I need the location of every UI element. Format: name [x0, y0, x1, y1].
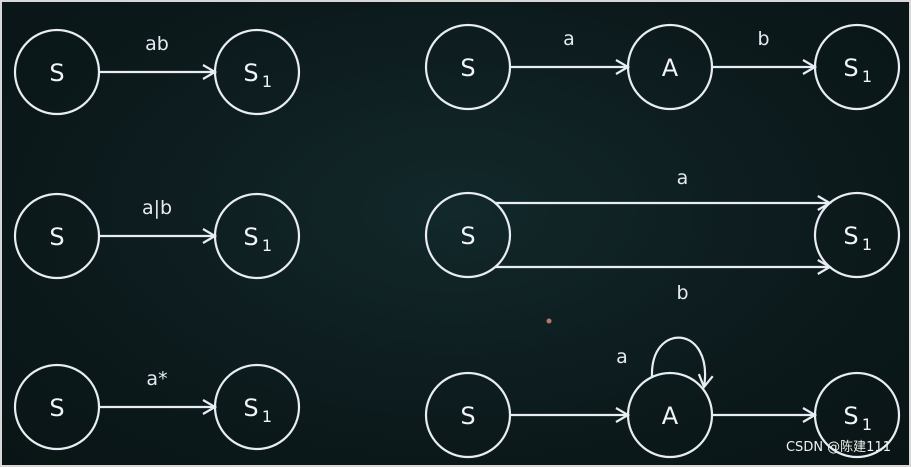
edge-label: a|b — [142, 197, 172, 219]
state-circle — [813, 371, 901, 459]
state-circle — [213, 363, 301, 451]
state-node-S: S — [13, 192, 101, 280]
dust-speck — [546, 318, 552, 324]
state-node-A: A — [626, 371, 714, 459]
state-circle — [424, 23, 512, 111]
edge-S-to-S1: ab — [99, 33, 218, 80]
state-circle — [13, 363, 101, 451]
state-subscript: 1 — [262, 72, 272, 91]
state-circle — [626, 23, 714, 111]
state-label: A — [662, 54, 679, 82]
edge-label: a — [677, 167, 689, 189]
state-subscript: 1 — [862, 415, 872, 434]
state-circle — [213, 28, 301, 116]
state-circle — [13, 28, 101, 116]
edge-S-to-A: a — [510, 28, 631, 75]
state-circle — [213, 192, 301, 280]
edge-label: a — [563, 28, 575, 50]
state-label: S — [460, 54, 475, 82]
state-node-S: S — [424, 191, 512, 279]
state-label: S — [243, 59, 258, 87]
arrowhead-icon — [697, 373, 714, 390]
state-node-A: A — [626, 23, 714, 111]
state-node-S: S — [13, 28, 101, 116]
state-label: S — [843, 402, 858, 430]
edge-S-to-A — [510, 407, 631, 423]
state-label: A — [662, 402, 679, 430]
self-loop-edge — [650, 336, 707, 388]
state-label: S — [460, 222, 475, 250]
state-circle — [424, 191, 512, 279]
state-label: S — [243, 394, 258, 422]
state-subscript: 1 — [262, 236, 272, 255]
edge-label: a — [616, 346, 628, 368]
edge-label: b — [676, 282, 688, 304]
state-label: S — [49, 59, 64, 87]
state-label: S — [460, 402, 475, 430]
state-node-S: S — [424, 371, 512, 459]
edge-A-to-S1: b — [712, 28, 818, 75]
edge-label: ab — [145, 33, 169, 55]
edge-A-to-S1 — [712, 407, 818, 423]
edge-S-to-S1: a|b — [99, 197, 218, 244]
state-label: S — [843, 222, 858, 250]
edge-S-to-S1: a — [495, 167, 832, 211]
state-circle — [424, 371, 512, 459]
state-circle — [813, 23, 901, 111]
edge-label: b — [757, 28, 769, 50]
edge-label: a* — [146, 368, 167, 390]
edge-S-to-S1: a* — [99, 368, 218, 415]
state-subscript: 1 — [862, 235, 872, 254]
state-circle — [13, 192, 101, 280]
state-circle — [626, 371, 714, 459]
state-node-S: S — [424, 23, 512, 111]
state-circle — [813, 191, 901, 279]
state-label: S — [49, 223, 64, 251]
state-label: S — [49, 394, 64, 422]
state-subscript: 1 — [862, 67, 872, 86]
edge-A-to-A: a — [616, 336, 714, 390]
state-label: S — [843, 54, 858, 82]
edge-S-to-S1: b — [495, 259, 832, 304]
state-subscript: 1 — [262, 407, 272, 426]
state-node-S: S — [13, 363, 101, 451]
watermark: CSDN @陈建111 — [785, 440, 891, 455]
state-label: S — [243, 223, 258, 251]
